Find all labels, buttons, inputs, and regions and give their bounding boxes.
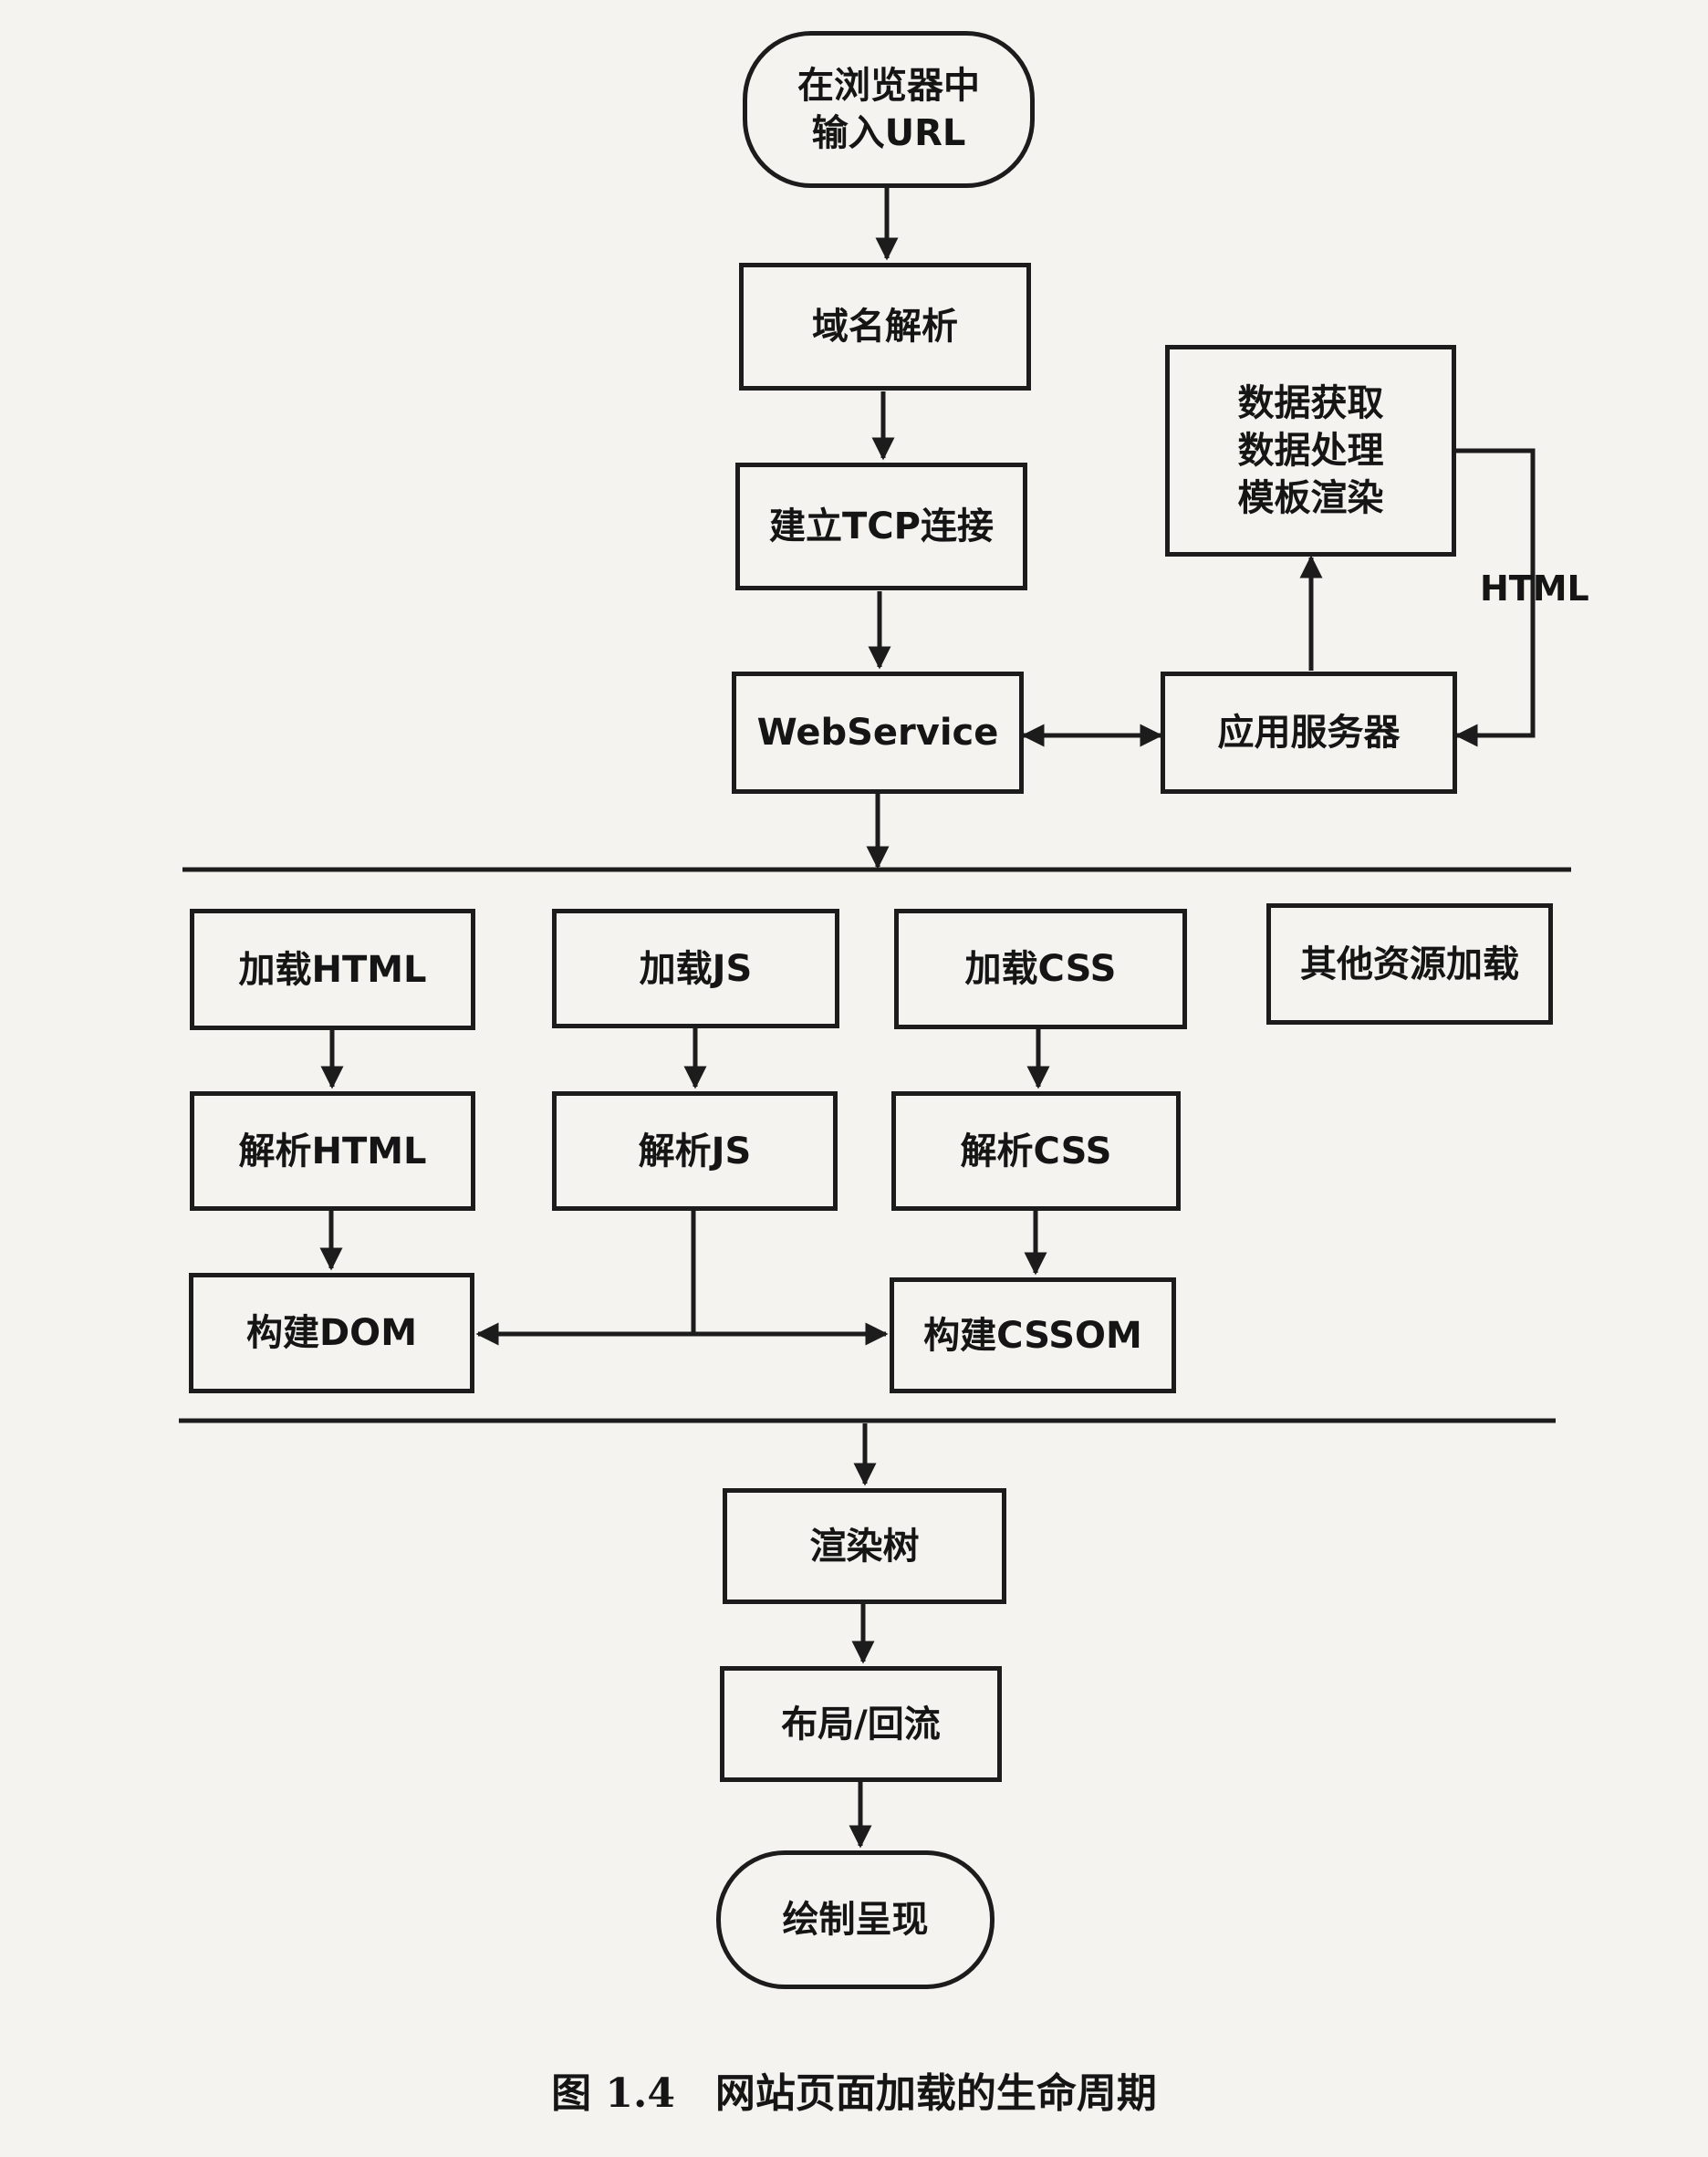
build-cssom-node-label: 构建CSSOM [923, 1314, 1142, 1357]
build-dom-node: 构建DOM [189, 1273, 474, 1393]
load-css-node-label: 加载CSS [964, 948, 1117, 990]
webservice-node: WebService [732, 672, 1024, 794]
arrow-html-return [1454, 448, 1536, 747]
load-js-node: 加载JS [552, 909, 839, 1028]
load-css-node: 加载CSS [894, 909, 1187, 1029]
tcp-node: 建立TCP连接 [735, 463, 1027, 590]
parse-css-node-label: 解析CSS [960, 1130, 1112, 1172]
layout-node-label: 布局/回流 [781, 1703, 941, 1745]
load-js-node-label: 加载JS [639, 947, 753, 990]
parse-css-node: 解析CSS [891, 1091, 1181, 1211]
app-server-node-label: 应用服务器 [1217, 712, 1401, 754]
app-server-node: 应用服务器 [1161, 672, 1457, 794]
dns-node: 域名解析 [739, 263, 1031, 391]
figure-caption: 图 1.4 网站页面加载的生命周期 [551, 2070, 1157, 2117]
build-cssom-node: 构建CSSOM [890, 1277, 1176, 1393]
tcp-node-label: 建立TCP连接 [769, 505, 994, 547]
paint-node-label: 绘制呈现 [782, 1899, 929, 1941]
parse-html-node-label: 解析HTML [238, 1130, 427, 1172]
load-html-node: 加载HTML [190, 909, 475, 1030]
layout-node: 布局/回流 [720, 1666, 1002, 1782]
start-node: 在浏览器中 输入URL [743, 31, 1035, 188]
parse-js-node: 解析JS [552, 1091, 838, 1211]
load-other-node-label: 其他资源加载 [1300, 943, 1519, 985]
dns-node-label: 域名解析 [812, 306, 958, 348]
parse-html-node: 解析HTML [190, 1091, 475, 1211]
parse-js-node-label: 解析JS [638, 1130, 752, 1172]
data-process-node: 数据获取 数据处理 模板渲染 [1165, 345, 1456, 557]
render-tree-node: 渲染树 [723, 1488, 1006, 1604]
build-dom-node-label: 构建DOM [245, 1312, 417, 1354]
webservice-node-label: WebService [756, 712, 999, 754]
start-node-label: 在浏览器中 输入URL [797, 65, 980, 154]
data-process-node-label: 数据获取 数据处理 模板渲染 [1237, 382, 1384, 519]
load-html-node-label: 加载HTML [238, 948, 427, 991]
render-tree-node-label: 渲染树 [809, 1525, 920, 1568]
load-other-node: 其他资源加载 [1266, 903, 1553, 1025]
html-edge-label: HTML [1480, 568, 1589, 609]
paint-node: 绘制呈现 [716, 1850, 995, 1989]
